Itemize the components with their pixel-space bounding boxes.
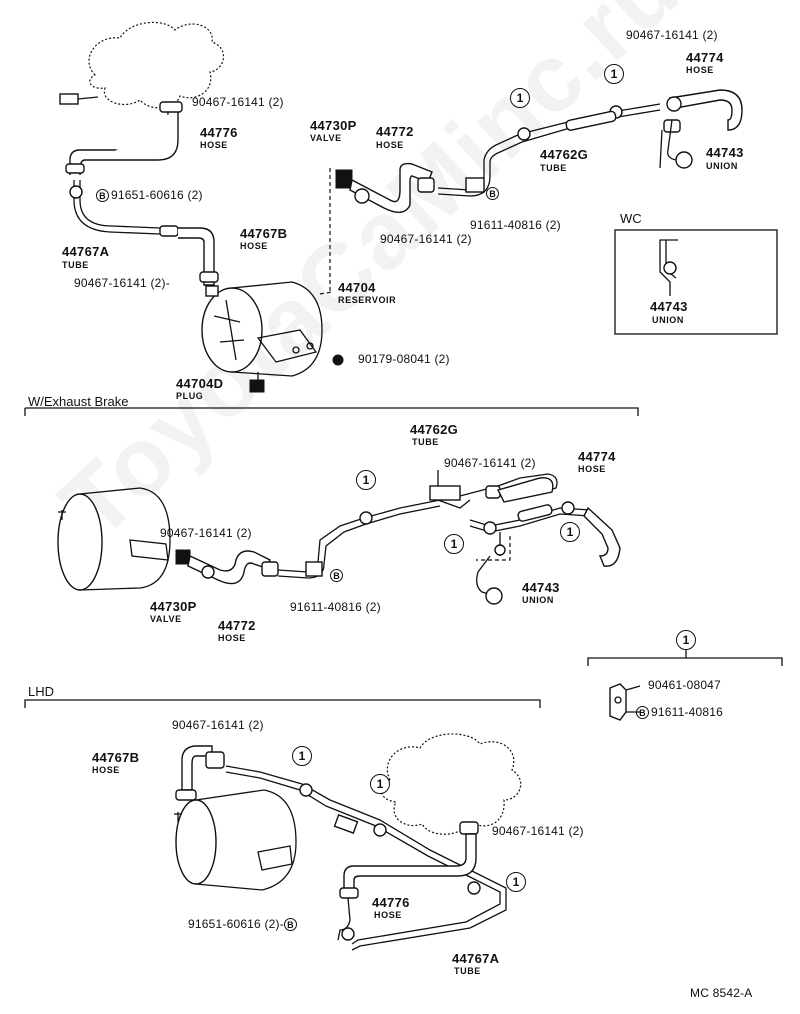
- label-lhd-44767B: 44767B: [92, 750, 140, 765]
- label-ex-90467-16141-f: 90467-16141 (2): [160, 526, 252, 540]
- label-91611-40816: 91611-40816 (2): [470, 218, 561, 232]
- clamp-marker: 1: [292, 746, 312, 766]
- label-44767B: 44767B: [240, 226, 288, 241]
- clamp-marker: 1: [510, 88, 530, 108]
- label-44762G: 44762G: [540, 147, 589, 162]
- clamp-marker: 1: [356, 470, 376, 490]
- bolt-marker: B: [636, 706, 649, 720]
- clamp-top-b: [65, 163, 85, 174]
- label-44776: 44776: [200, 125, 238, 140]
- lhd-divider: [24, 699, 541, 708]
- label-lhd-44767A: 44767A: [452, 951, 500, 966]
- label-44776-hose: HOSE: [200, 140, 228, 150]
- union-fitting-top: [69, 185, 83, 199]
- doc-code: MC 8542-A: [690, 986, 753, 1000]
- clamp-marker: 1: [676, 630, 696, 650]
- label-44743-union: UNION: [706, 161, 738, 171]
- clamp-marker: 1: [444, 534, 464, 554]
- section-lhd: LHD: [28, 684, 55, 699]
- label-ex-91611-40816: 91611-40816 (2): [290, 600, 381, 614]
- label-lhd-44767B-hose: HOSE: [92, 765, 120, 775]
- label-lhd-90467-16141-h: 90467-16141 (2): [492, 824, 584, 838]
- label-44704D-plug: PLUG: [176, 391, 204, 401]
- label-ex-90467-16141-e: 90467-16141 (2): [444, 456, 536, 470]
- label-90467-16141-c: 90467-16141 (2): [380, 232, 472, 246]
- label-ex-44774-hose: HOSE: [578, 464, 606, 474]
- label-ex-44772: 44772: [218, 618, 256, 633]
- wc-box: [614, 229, 778, 335]
- clamp-marker: 1: [560, 522, 580, 542]
- label-wc-union: UNION: [652, 315, 684, 325]
- section-wc: WC: [620, 211, 642, 226]
- clamp-marker: 1: [370, 774, 390, 794]
- label-90467-16141-d: 90467-16141 (2): [626, 28, 718, 42]
- valve-top: [335, 169, 353, 189]
- label-44743: 44743: [706, 145, 744, 160]
- exhaust-divider: [24, 407, 639, 416]
- label-44762G-tube: TUBE: [540, 163, 567, 173]
- label-lhd-44776-hose: HOSE: [374, 910, 402, 920]
- label-lhd-44767A-tube: TUBE: [454, 966, 481, 976]
- clamp-marker: 1: [604, 64, 624, 84]
- label-44774-hose: HOSE: [686, 65, 714, 75]
- label-44704-reservoir: RESERVOIR: [338, 295, 397, 305]
- label-ex-44762G: 44762G: [410, 422, 459, 437]
- label-lhd-90467-16141-g: 90467-16141 (2): [172, 718, 264, 732]
- clamp-detail-part: [609, 683, 641, 721]
- clamp-detail-divider: [587, 657, 783, 666]
- bolt-marker: B: [96, 189, 109, 203]
- label-44730P: 44730P: [310, 118, 357, 133]
- label-90467-16141-b: 90467-16141 (2)-: [74, 276, 170, 290]
- label-lhd-44776: 44776: [372, 895, 410, 910]
- label-44704: 44704: [338, 280, 376, 295]
- label-ex-44743: 44743: [522, 580, 560, 595]
- label-ex-44730P: 44730P: [150, 599, 197, 614]
- label-44767B-hose: HOSE: [240, 241, 268, 251]
- label-44767A: 44767A: [62, 244, 110, 259]
- label-44704D: 44704D: [176, 376, 224, 391]
- reservoir-44704: [201, 281, 323, 377]
- engine-fitting: [59, 93, 79, 105]
- label-ex-44774: 44774: [578, 449, 616, 464]
- label-ex-44772-hose: HOSE: [218, 633, 246, 643]
- engine-outline: [88, 21, 224, 109]
- exhaust-cylinder: [57, 487, 171, 591]
- label-90467-16141-a: 90467-16141 (2): [192, 95, 284, 109]
- label-ex-44762G-tube: TUBE: [412, 437, 439, 447]
- label-44772-hose: HOSE: [376, 140, 404, 150]
- label-44774: 44774: [686, 50, 724, 65]
- label-ex-44743-union: UNION: [522, 595, 554, 605]
- label-44772: 44772: [376, 124, 414, 139]
- clamp-top-a: [159, 101, 183, 113]
- bolt-marker: B: [283, 918, 297, 932]
- label-lhd-91651-60616: 91651-60616 (2)-B: [188, 918, 299, 932]
- label-ex-44730P-valve: VALVE: [150, 614, 182, 624]
- lhd-reservoir: [174, 789, 297, 891]
- label-wc-44743: 44743: [650, 299, 688, 314]
- label-44730P-valve: VALVE: [310, 133, 342, 143]
- label-90179-08041: 90179-08041 (2): [358, 352, 450, 366]
- bolt-marker: B: [486, 187, 499, 201]
- clamp-marker: 1: [506, 872, 526, 892]
- label-90461-08047: 90461-08047: [648, 678, 721, 692]
- label-44767A-tube: TUBE: [62, 260, 89, 270]
- section-exhaust-brake: W/Exhaust Brake: [28, 394, 129, 409]
- bolt-marker: B: [330, 569, 343, 583]
